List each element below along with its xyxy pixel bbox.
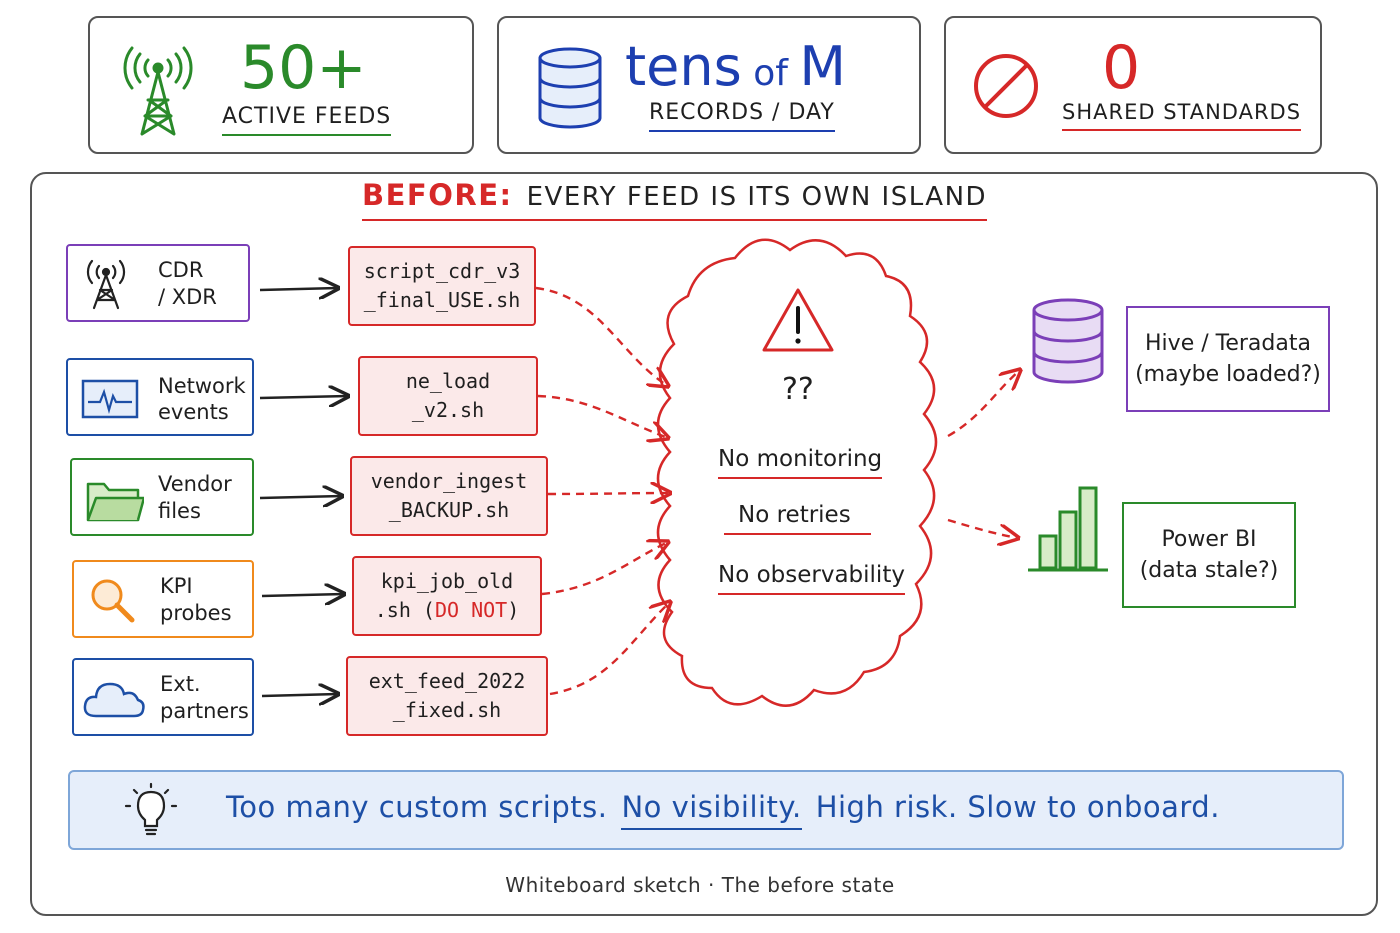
radio-tower-icon [123,46,193,136]
banner-part2: No visibility. [621,790,802,830]
source-network-events: Network events [66,358,254,436]
stat-label: ACTIVE FEEDS [222,104,392,136]
question-marks: ?? [782,372,814,407]
banner-part3: High risk. Slow to onboard. [815,790,1220,824]
script-box-network: ne_load _v2.sh [358,356,538,436]
source-label: Vendor files [158,472,232,523]
script-box-vendor: vendor_ingest _BACKUP.sh [350,456,548,536]
destination-power-bi: Power BI (data stale?) [1122,502,1296,608]
script-line2: _final_USE.sh [363,288,521,312]
warning-icon [762,288,834,352]
source-label: CDR / XDR [158,258,217,309]
source-cdr-xdr: CDR / XDR [66,244,250,322]
lightbulb-icon [124,782,178,836]
source-kpi-probes: KPI probes [72,560,254,638]
stat-card-shared-standards: 0 SHARED STANDARDS [944,16,1322,154]
banner-part1: Too many custom scripts. [226,790,608,824]
script-line1: ne_load [405,369,491,393]
title-lead: BEFORE: [362,178,513,212]
title-rest: EVERY FEED IS ITS OWN ISLAND [526,182,988,212]
destination-hive-teradata: Hive / Teradata (maybe loaded?) [1126,306,1330,412]
database-icon [538,47,602,129]
stat-label: SHARED STANDARDS [1062,100,1302,131]
stat-card-active-feeds: 50+ ACTIVE FEEDS [88,16,474,154]
source-vendor-files: Vendor files [70,458,254,536]
database-icon [1032,298,1104,384]
script-line1: ext_feed_2022 [368,669,526,693]
stat-label: RECORDS / DAY [649,100,835,132]
diagram-title: BEFORE: EVERY FEED IS ITS OWN ISLAND [362,178,988,221]
script-line1: script_cdr_v3 [363,259,521,283]
script-line2: _BACKUP.sh [388,498,510,522]
script-box-ext: ext_feed_2022 _fixed.sh [346,656,548,736]
script-box-cdr: script_cdr_v3 _final_USE.sh [348,246,536,326]
source-label: Network events [158,374,246,424]
summary-banner: Too many custom scripts. No visibility. Hi… [68,770,1344,850]
script-line1: vendor_ingest [370,469,528,493]
issue-no-monitoring: No monitoring [718,446,883,479]
issue-no-observability: No observability [718,562,905,595]
stat-number-end: M [799,35,846,98]
source-ext-partners: Ext. partners [72,658,254,736]
radio-tower-icon [86,259,126,310]
folder-icon [86,482,144,522]
source-label: Ext. partners [160,672,249,723]
banner-text: Too many custom scripts. No visibility. Hi… [226,790,1220,830]
script-line2: _fixed.sh [392,698,502,722]
source-label: KPI probes [160,574,232,625]
script-line2: _v2.sh [411,398,485,422]
script-line2-post: ) [507,598,520,622]
no-entry-icon [974,54,1038,118]
footer-caption: Whiteboard sketch · The before state [505,873,895,897]
stat-number-main: tens [625,35,742,98]
bar-chart-icon [1028,486,1108,572]
cloud-icon [83,682,145,718]
script-box-kpi: kpi_job_old .sh (DO NOT) [352,556,542,636]
script-line2-pre: .sh ( [374,598,435,622]
stat-number: 0 [1102,33,1141,103]
monitor-pulse-icon [81,379,139,419]
magnifier-icon [91,579,135,623]
script-line1: kpi_job_old [380,569,514,593]
stat-card-records-per-day: tens of M RECORDS / DAY [497,16,921,154]
do-not-warning: DO NOT [434,598,508,622]
stat-number-mid: of [741,53,800,94]
stat-number: tens of M [625,40,846,94]
stat-number: 50+ [240,33,367,103]
issue-no-retries: No retries [724,502,871,535]
